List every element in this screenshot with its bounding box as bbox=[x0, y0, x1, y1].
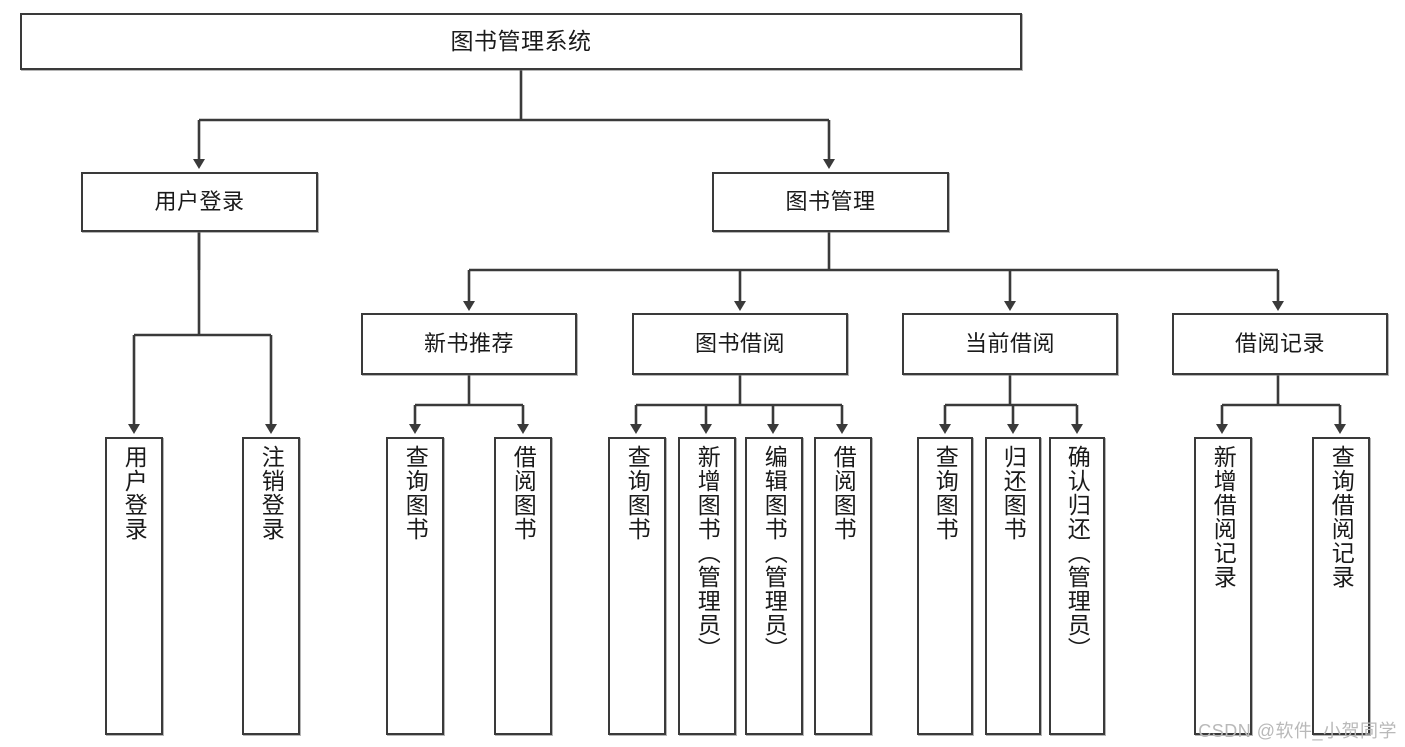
leaf-record-add-record-label: 新增借阅记录 bbox=[1210, 445, 1237, 589]
node-user-login-label: 用户登录 bbox=[154, 188, 245, 214]
node-new-book-recommend[interactable]: 新书推荐 bbox=[361, 313, 577, 375]
leaf-borrow-query-book-label: 查询图书 bbox=[624, 445, 651, 541]
leaf-user-login-label: 用户登录 bbox=[121, 445, 148, 541]
node-book-borrow-label: 图书借阅 bbox=[694, 330, 785, 356]
leaf-recommend-query-book[interactable]: 查询图书 bbox=[386, 437, 444, 735]
leaf-recommend-borrow-book[interactable]: 借阅图书 bbox=[494, 437, 552, 735]
leaf-current-query-book-label: 查询图书 bbox=[932, 445, 959, 541]
leaf-borrow-borrow-book[interactable]: 借阅图书 bbox=[814, 437, 872, 735]
node-borrow-record-label: 借阅记录 bbox=[1234, 330, 1325, 356]
leaf-record-query-record[interactable]: 查询借阅记录 bbox=[1312, 437, 1370, 735]
leaf-current-query-book[interactable]: 查询图书 bbox=[917, 437, 973, 735]
node-book-manage[interactable]: 图书管理 bbox=[712, 172, 949, 232]
watermark-text: CSDN @软件_小贺同学 bbox=[1198, 721, 1397, 741]
leaf-borrow-add-book-admin-label: 新增图书（管理员） bbox=[694, 445, 721, 661]
node-book-manage-label: 图书管理 bbox=[785, 188, 876, 214]
leaf-borrow-edit-book-admin-label: 编辑图书（管理员） bbox=[761, 445, 788, 661]
node-borrow-record[interactable]: 借阅记录 bbox=[1172, 313, 1388, 375]
leaf-logout[interactable]: 注销登录 bbox=[242, 437, 300, 735]
leaf-recommend-query-book-label: 查询图书 bbox=[402, 445, 429, 541]
node-new-book-recommend-label: 新书推荐 bbox=[423, 330, 514, 356]
leaf-recommend-borrow-book-label: 借阅图书 bbox=[510, 445, 537, 541]
leaf-current-return-book[interactable]: 归还图书 bbox=[985, 437, 1041, 735]
leaf-current-return-book-label: 归还图书 bbox=[1000, 445, 1027, 541]
leaf-borrow-edit-book-admin[interactable]: 编辑图书（管理员） bbox=[745, 437, 803, 735]
leaf-current-confirm-return-admin-label: 确认归还（管理员） bbox=[1064, 445, 1091, 661]
leaf-borrow-borrow-book-label: 借阅图书 bbox=[830, 445, 857, 541]
node-current-borrow[interactable]: 当前借阅 bbox=[902, 313, 1118, 375]
leaf-user-login[interactable]: 用户登录 bbox=[105, 437, 163, 735]
leaf-logout-label: 注销登录 bbox=[258, 445, 285, 541]
node-current-borrow-label: 当前借阅 bbox=[964, 330, 1055, 356]
leaf-record-query-record-label: 查询借阅记录 bbox=[1328, 445, 1355, 589]
node-book-borrow[interactable]: 图书借阅 bbox=[632, 313, 848, 375]
node-user-login[interactable]: 用户登录 bbox=[81, 172, 318, 232]
leaf-current-confirm-return-admin[interactable]: 确认归还（管理员） bbox=[1049, 437, 1105, 735]
leaf-record-add-record[interactable]: 新增借阅记录 bbox=[1194, 437, 1252, 735]
node-root[interactable]: 图书管理系统 bbox=[20, 13, 1022, 70]
leaf-borrow-query-book[interactable]: 查询图书 bbox=[608, 437, 666, 735]
node-root-label: 图书管理系统 bbox=[450, 27, 592, 54]
leaf-borrow-add-book-admin[interactable]: 新增图书（管理员） bbox=[678, 437, 736, 735]
